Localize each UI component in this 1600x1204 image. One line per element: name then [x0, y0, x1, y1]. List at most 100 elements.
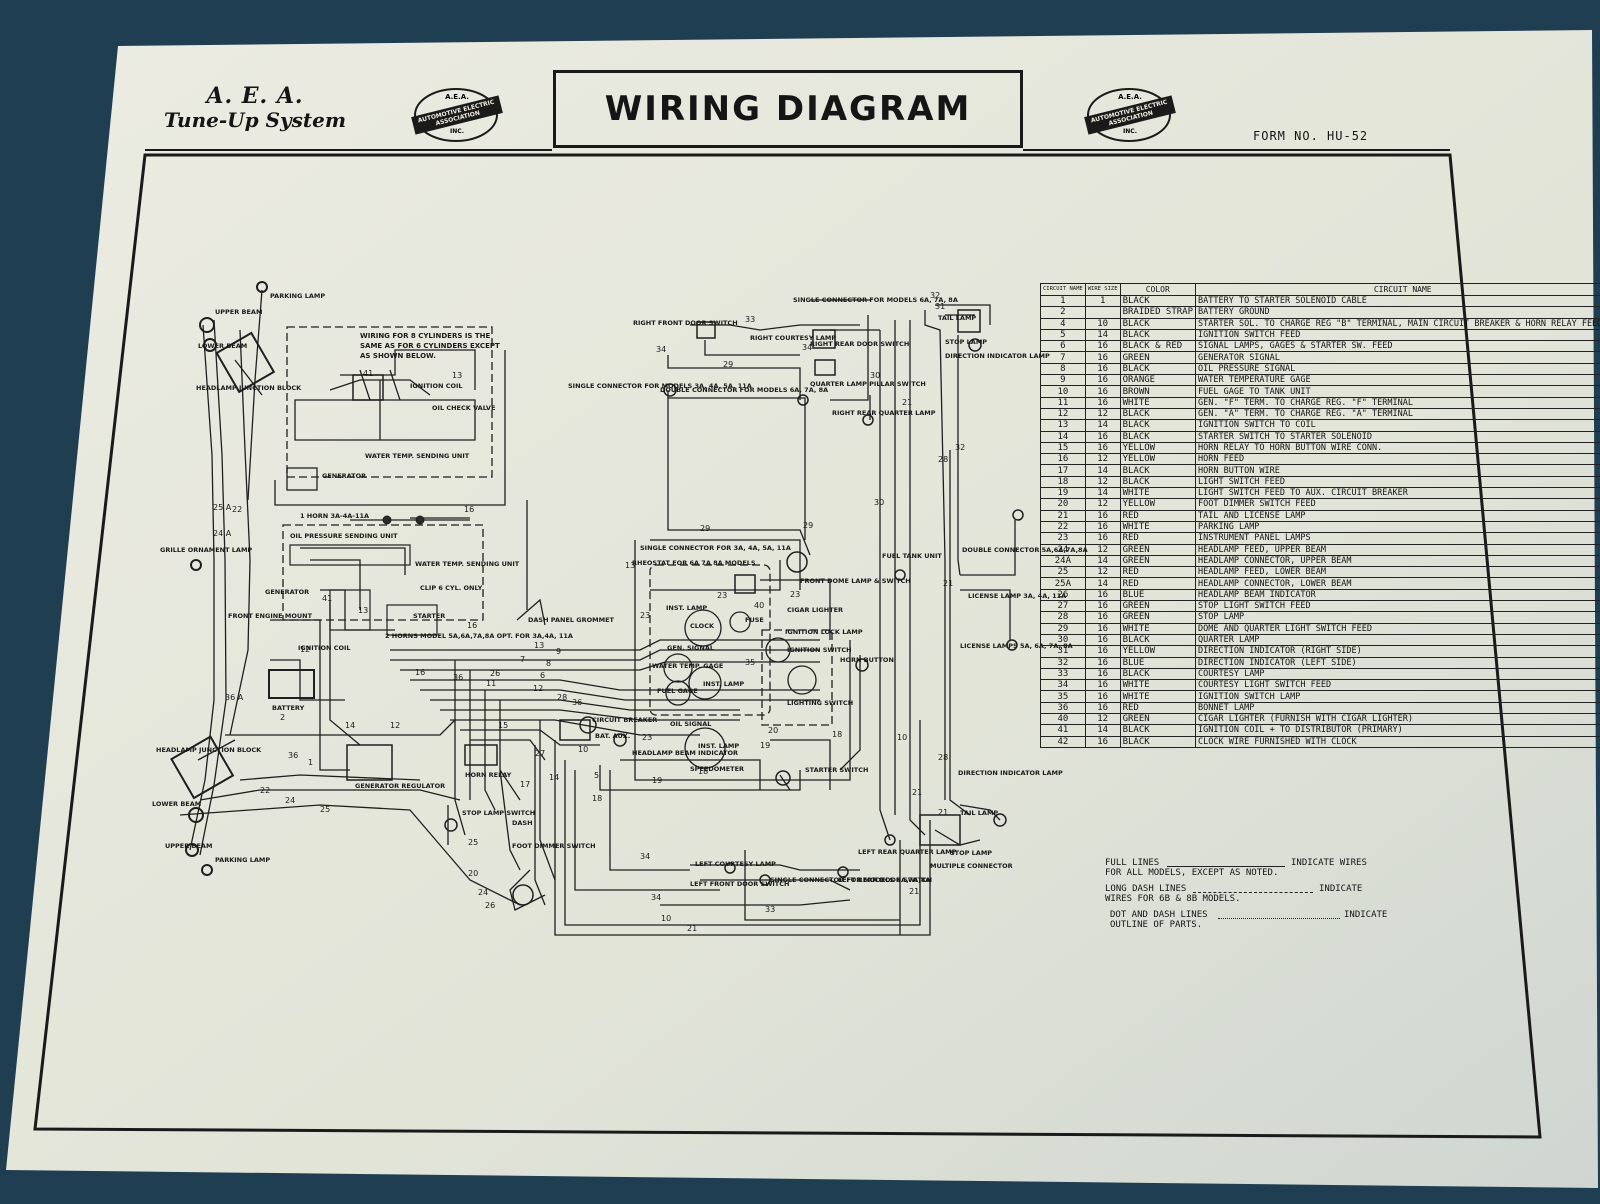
label-dash: DASH — [512, 819, 533, 827]
cell-color: BLACK — [1120, 465, 1195, 476]
cell-wire-size — [1085, 307, 1120, 318]
label-rheostat: RHEOSTAT FOR 6A 7A 8A MODELS — [632, 559, 756, 567]
cell-circuit-no: 16 — [1041, 454, 1086, 465]
legend-dot-dash-label: DOT AND DASH LINES — [1110, 910, 1208, 920]
cell-circuit-no: 12 — [1041, 408, 1086, 419]
brand-line-2: Tune-Up System — [150, 108, 360, 132]
label-stop-lamp-top: STOP LAMP — [945, 338, 987, 346]
cell-wire-size: 16 — [1085, 431, 1120, 442]
cell-circuit-no: 18 — [1041, 476, 1086, 487]
cell-color: BLACK — [1120, 476, 1195, 487]
svg-text:13: 13 — [358, 606, 368, 615]
note-line-2: SAME AS FOR 6 CYLINDERS EXCEPT — [360, 342, 500, 350]
label-dash-grommet: DASH PANEL GROMMET — [528, 616, 615, 624]
label-front-engine-mount: FRONT ENGINE MOUNT — [228, 612, 313, 620]
label-lighting-switch: LIGHTING SWITCH — [787, 699, 853, 707]
legend-full-lines-desc: FOR ALL MODELS, EXCEPT AS NOTED. — [1105, 868, 1278, 878]
svg-text:34: 34 — [656, 345, 666, 354]
label-water-temp-gage: WATER TEMP. GAGE — [652, 662, 723, 670]
label-headlamp-beam-indicator: HEADLAMP BEAM INDICATOR — [632, 749, 738, 757]
svg-text:18: 18 — [592, 794, 602, 803]
cell-circuit-name: IGNITION SWITCH TO COIL — [1196, 420, 1600, 431]
legend-full-lines-label: FULL LINES — [1105, 858, 1159, 868]
svg-text:32: 32 — [955, 443, 965, 452]
cell-color: BLUE — [1120, 657, 1195, 668]
header-circuit-name: CIRCUIT NAME — [1196, 284, 1600, 296]
cell-circuit-name: HORN FEED — [1196, 454, 1600, 465]
cell-circuit-name: IGNITION SWITCH FEED — [1196, 329, 1600, 340]
cell-circuit-name: QUARTER LAMP — [1196, 634, 1600, 645]
header-wire-size: WIRE SIZE — [1085, 284, 1120, 296]
cell-circuit-name: STARTER SWITCH TO STARTER SOLENOID — [1196, 431, 1600, 442]
cell-circuit-no: 15 — [1041, 442, 1086, 453]
label-bat-aux: BAT. AUX. — [595, 732, 630, 740]
cell-color: WHITE — [1120, 397, 1195, 408]
svg-text:33: 33 — [745, 315, 755, 324]
cell-circuit-no: 24A — [1041, 555, 1086, 566]
svg-text:18: 18 — [832, 730, 842, 739]
cell-wire-size: 12 — [1085, 499, 1120, 510]
svg-text:34: 34 — [640, 852, 650, 861]
svg-text:24: 24 — [285, 796, 295, 805]
svg-text:2: 2 — [280, 713, 285, 722]
aea-seal-logo-left: A.E.A. AUTOMOTIVE ELECTRIC ASSOCIATION I… — [414, 88, 500, 144]
cell-circuit-name: DIRECTION INDICATOR (RIGHT SIDE) — [1196, 646, 1600, 657]
cell-circuit-no: 41 — [1041, 725, 1086, 736]
svg-text:16: 16 — [415, 668, 425, 677]
cell-circuit-no: 11 — [1041, 397, 1086, 408]
label-grille-ornament: GRILLE ORNAMENT LAMP — [160, 546, 252, 554]
cell-wire-size: 1 — [1085, 296, 1120, 307]
cell-wire-size: 12 — [1085, 476, 1120, 487]
cell-color: WHITE — [1120, 521, 1195, 532]
cell-circuit-name: HEADLAMP FEED, UPPER BEAM — [1196, 544, 1600, 555]
cell-wire-size: 12 — [1085, 454, 1120, 465]
cell-wire-size: 16 — [1085, 533, 1120, 544]
svg-text:19: 19 — [760, 741, 770, 750]
svg-text:28: 28 — [938, 455, 948, 464]
cell-circuit-no: 1 — [1041, 296, 1086, 307]
cell-wire-size: 16 — [1085, 657, 1120, 668]
label-multiple-connector: MULTIPLE CONNECTOR — [930, 862, 1013, 870]
label-right-front-door: RIGHT FRONT DOOR SWITCH — [633, 319, 738, 327]
aea-seal-logo-right: A.E.A. AUTOMOTIVE ELECTRIC ASSOCIATION I… — [1087, 88, 1173, 144]
cell-circuit-name: GEN. "F" TERM. TO CHARGE REG. "F" TERMIN… — [1196, 397, 1600, 408]
cell-circuit-name: HORN RELAY TO HORN BUTTON WIRE CONN. — [1196, 442, 1600, 453]
svg-text:36: 36 — [453, 673, 463, 682]
label-ignition-coil-8: IGNITION COIL — [410, 382, 463, 390]
cell-circuit-no: 20 — [1041, 499, 1086, 510]
svg-text:16: 16 — [464, 505, 474, 514]
cell-color: BRAIDED STRAP — [1120, 307, 1195, 318]
label-inst-lamp-3: INST. LAMP — [698, 742, 739, 750]
cell-circuit-no: 10 — [1041, 386, 1086, 397]
label-single-connector-mid: SINGLE CONNECTOR FOR 3A, 4A, 5A, 11A — [640, 544, 791, 552]
cell-circuit-no: 14 — [1041, 431, 1086, 442]
cell-wire-size: 16 — [1085, 510, 1120, 521]
svg-text:23: 23 — [790, 590, 800, 599]
cell-circuit-no: 25A — [1041, 578, 1086, 589]
cell-wire-size: 12 — [1085, 567, 1120, 578]
svg-text:21: 21 — [687, 924, 697, 933]
svg-text:10: 10 — [897, 733, 907, 742]
cell-wire-size: 14 — [1085, 465, 1120, 476]
svg-text:30: 30 — [874, 498, 884, 507]
cell-wire-size: 12 — [1085, 713, 1120, 724]
svg-text:23: 23 — [717, 591, 727, 600]
cell-circuit-name: INSTRUMENT PANEL LAMPS — [1196, 533, 1600, 544]
legend-long-dash-sample — [1193, 892, 1313, 893]
circuit-table: CIRCUIT NAME WIRE SIZE COLOR CIRCUIT NAM… — [1040, 283, 1600, 748]
svg-text:7: 7 — [520, 655, 525, 664]
cell-circuit-no: 4 — [1041, 318, 1086, 329]
logo-bottom-text: INC. — [1087, 128, 1173, 135]
svg-text:28: 28 — [938, 753, 948, 762]
cell-color: BLACK — [1120, 634, 1195, 645]
